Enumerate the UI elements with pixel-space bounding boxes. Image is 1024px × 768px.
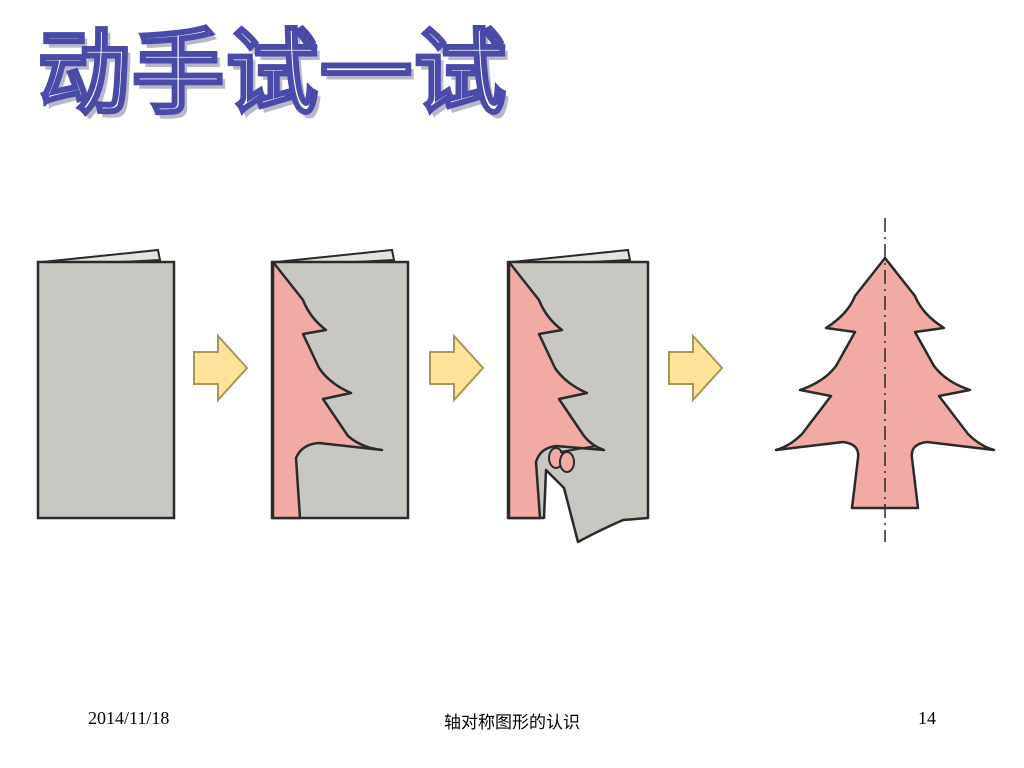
- step-1-folded-paper: [36, 248, 176, 520]
- footer-date: 2014/11/18: [88, 708, 170, 728]
- paper-cutting-steps-illustration: [36, 218, 996, 544]
- arrow-icon-1: [193, 333, 249, 403]
- arrow-icon-3: [668, 333, 724, 403]
- step-4-unfolded-tree: [774, 218, 996, 542]
- step-3-cutting-paper: [506, 248, 650, 544]
- step-2-half-tree-drawn: [270, 248, 410, 520]
- scissors-icon: [548, 445, 597, 473]
- slide-title: 动手试一试: [36, 20, 509, 127]
- arrow-icon-2: [429, 333, 485, 403]
- footer-page-number: 14: [918, 708, 936, 728]
- footer-title: 轴对称图形的认识: [444, 713, 580, 733]
